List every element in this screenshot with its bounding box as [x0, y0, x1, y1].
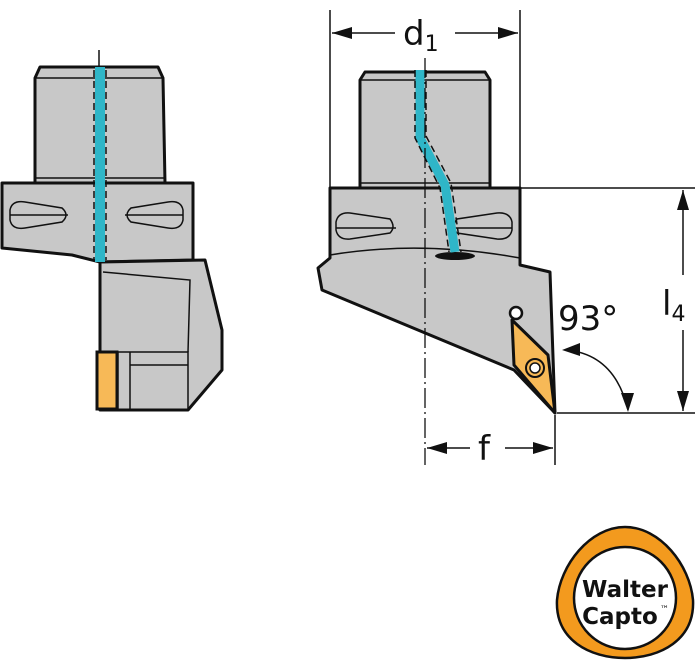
side-view — [0, 50, 224, 412]
svg-text:Walter: Walter — [582, 577, 669, 603]
svg-text:Capto: Capto — [582, 604, 658, 630]
coolant-outlet — [435, 252, 475, 260]
side-insert — [95, 350, 119, 411]
angle-label: 93° — [558, 299, 618, 339]
svg-text:™: ™ — [660, 605, 669, 615]
slot-left — [335, 212, 396, 240]
slot-right — [125, 200, 184, 230]
front-flange-body — [316, 186, 557, 415]
front-view — [316, 58, 557, 465]
coolant-channel — [415, 70, 460, 253]
slot-left — [9, 200, 68, 230]
walter-capto-logo: Walter Capto ™ — [555, 525, 695, 660]
coolant-channel — [95, 67, 105, 262]
dimension-lines — [329, 10, 695, 465]
dim-d1-label: d1 — [403, 14, 439, 57]
dim-l4-label: l4 — [662, 284, 685, 327]
dim-f-label: f — [478, 429, 491, 469]
